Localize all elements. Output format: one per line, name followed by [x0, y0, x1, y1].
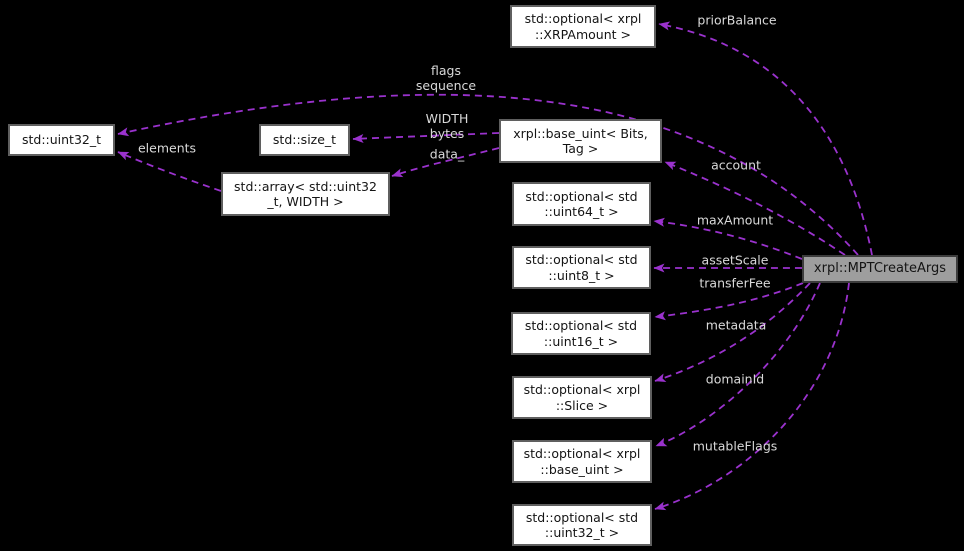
node-xrpl-base-uint[interactable]: xrpl::base_uint< Bits, Tag > [499, 119, 662, 163]
node-label: std::optional< std [525, 252, 638, 267]
node-label: ::uint8_t > [548, 267, 615, 283]
node-std-optional-uint32-t[interactable]: std::optional< std ::uint32_t > [512, 504, 652, 546]
edge-transferFee [654, 282, 804, 321]
node-label: _t, WIDTH > [267, 194, 344, 209]
node-std-size-t[interactable]: std::size_t [259, 124, 350, 156]
node-label: ::XRPAmount > [535, 26, 631, 42]
node-label: std::array< std::uint32 [234, 178, 377, 194]
edge-maxAmount [653, 217, 803, 260]
node-label: std::uint32_t [21, 132, 102, 148]
node-label: Tag > [562, 141, 599, 156]
node-label: ::uint64_t > [544, 204, 619, 219]
edge-account [664, 161, 846, 256]
node-std-optional-slice[interactable]: std::optional< xrpl ::Slice > [512, 376, 652, 419]
node-label: ::uint32_t > [544, 525, 620, 540]
edge-priorBalance [658, 21, 873, 256]
edge-elements [117, 151, 222, 192]
node-std-optional-uint16-t[interactable]: std::optional< std ::uint16_t > [511, 312, 651, 355]
node-label: ::uint16_t > [543, 333, 619, 349]
edge-metadata [654, 282, 811, 383]
node-xrpl-mptcreateargs: xrpl::MPTCreateArgs [802, 255, 958, 283]
edge-WIDTH-bytes [352, 132, 500, 144]
node-label: ::base_uint > [540, 461, 624, 477]
node-label: xrpl::base_uint< Bits, [513, 125, 648, 141]
node-label: std::optional< std [525, 188, 638, 204]
node-label: ::Slice > [555, 397, 609, 413]
node-std-optional-uint8-t[interactable]: std::optional< std ::uint8_t > [512, 246, 651, 289]
node-std-optional-xrpamount[interactable]: std::optional< xrpl ::XRPAmount > [510, 5, 656, 48]
node-std-uint32-t[interactable]: std::uint32_t [8, 124, 115, 156]
node-label: xrpl::MPTCreateArgs [813, 261, 947, 277]
node-label: std::optional< xrpl [524, 11, 642, 26]
node-label: std::optional< xrpl [523, 446, 641, 461]
node-label: std::optional< std [524, 318, 638, 333]
edge-domainId [655, 282, 821, 447]
node-label: std::size_t [272, 132, 337, 148]
node-std-array[interactable]: std::array< std::uint32 _t, WIDTH > [221, 172, 390, 216]
edge-flags-sequence [117, 93, 859, 256]
node-label: std::optional< xrpl [523, 382, 641, 397]
edge-data [391, 147, 500, 178]
node-label: std::optional< std [525, 509, 639, 525]
node-std-optional-base-uint[interactable]: std::optional< xrpl ::base_uint > [512, 440, 652, 483]
node-std-optional-uint64-t[interactable]: std::optional< std ::uint64_t > [512, 182, 651, 226]
edge-mutableFlags [654, 282, 850, 511]
